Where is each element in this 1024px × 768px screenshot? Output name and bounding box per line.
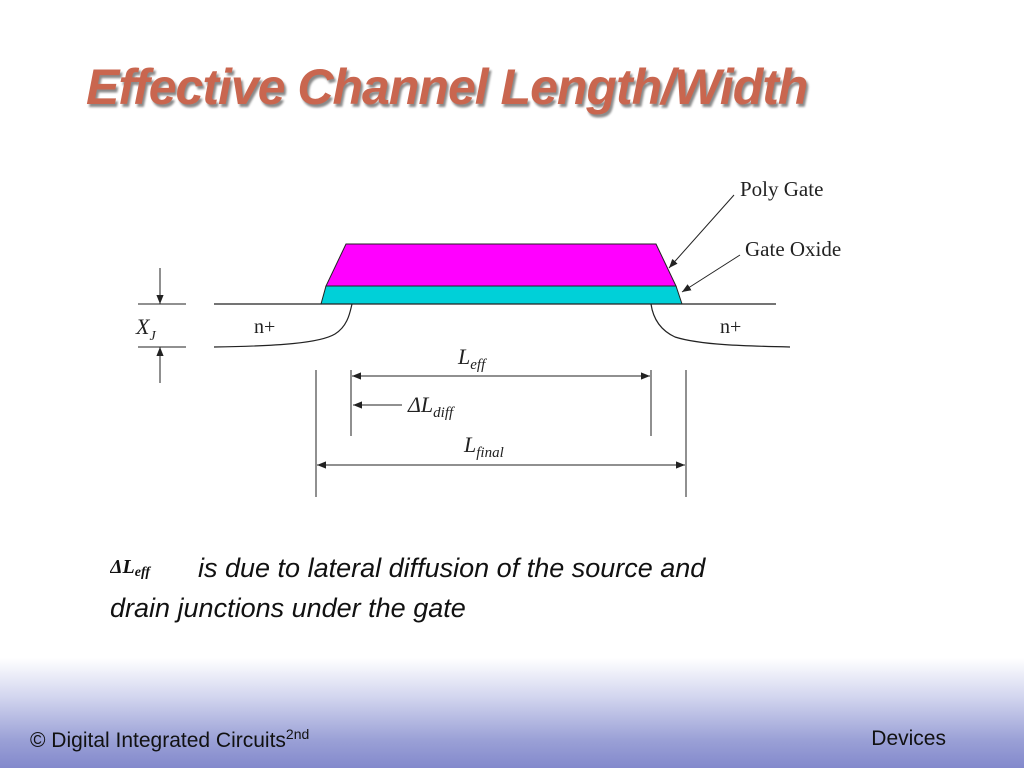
lfinal-label: Lfinal — [463, 432, 504, 461]
delta-l-diff-label: ΔLdiff — [407, 392, 455, 421]
footer-band — [0, 658, 1024, 768]
gate-oxide-shape — [320, 285, 683, 305]
svg-text:ΔLeff: ΔLeff — [110, 556, 151, 579]
drain-n-plus-label: n+ — [720, 316, 741, 338]
xj-label: XJ — [135, 314, 156, 344]
footer-copyright: © Digital Integrated Circuits2nd — [30, 726, 310, 752]
gate-oxide-leader — [681, 254, 741, 293]
footer-section-label: Devices — [871, 727, 946, 750]
source-n-plus-label: n+ — [254, 316, 275, 338]
caption-line-2: drain junctions under the gate — [110, 593, 466, 623]
poly-gate-shape — [325, 243, 677, 287]
delta-l-eff-symbol: ΔLeff — [110, 556, 151, 579]
caption: ΔLeff is due to lateral diffusion of the… — [110, 548, 870, 628]
leff-label: Leff — [457, 344, 487, 373]
poly-gate-label: Poly Gate — [740, 177, 823, 201]
source-junction-curve — [213, 303, 353, 348]
slide-title: Effective Channel Length/Width — [86, 59, 808, 115]
drain-junction-curve — [650, 303, 791, 348]
caption-line-1: is due to lateral diffusion of the sourc… — [198, 553, 706, 583]
gate-oxide-label: Gate Oxide — [745, 237, 841, 261]
poly-gate-leader — [668, 194, 735, 269]
mosfet-cross-section-diagram: XJ n+ n+ Leff ΔLdiff Lfinal Poly Gate Ga… — [135, 177, 841, 497]
